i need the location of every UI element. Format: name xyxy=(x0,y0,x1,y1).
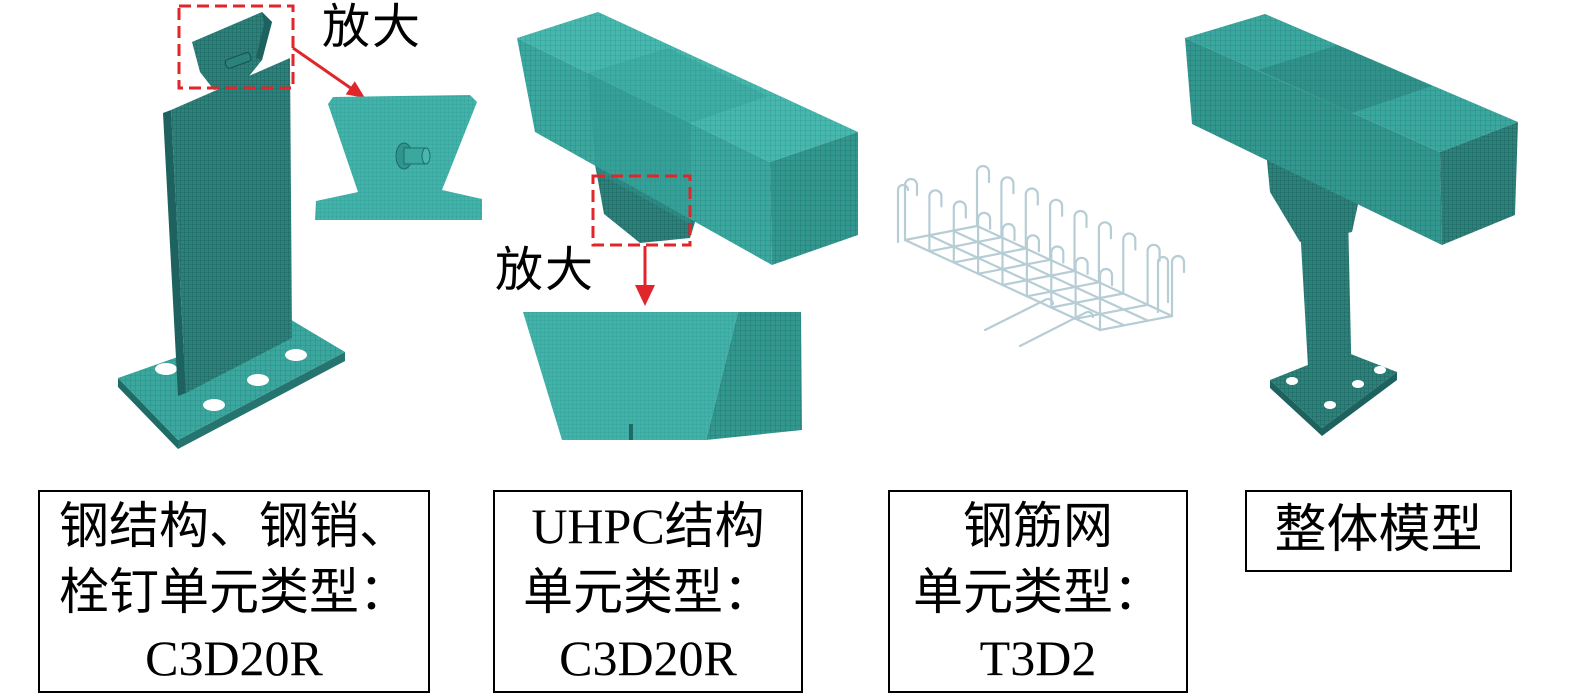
overall-beam-top-face xyxy=(1185,14,1518,152)
zoom-arrow-1-head xyxy=(345,81,365,98)
rebar-transverse-bars xyxy=(903,224,1174,332)
caption-line: C3D20R xyxy=(559,629,737,686)
steel-pin xyxy=(224,52,252,69)
enlarged-bracket-notch xyxy=(629,424,633,440)
base-plate-edge-right xyxy=(178,352,345,449)
bolt-hole xyxy=(1324,401,1336,409)
caption-line: UHPC结构 xyxy=(531,497,765,554)
base-plate-edge-left xyxy=(118,378,178,449)
steel-structure-model xyxy=(118,12,345,449)
caption-line: 单元类型： xyxy=(913,563,1163,620)
overall-base-plate-edge xyxy=(1270,372,1397,436)
uhpc-bracket-enlarged-view xyxy=(523,312,802,440)
caption-rebar-element-type: 钢筋网 单元类型： T3D2 xyxy=(888,490,1188,693)
bolt-hole xyxy=(285,349,307,361)
vertical-plate xyxy=(171,58,292,393)
vertical-plate-edge xyxy=(163,110,186,396)
caption-line: 钢筋网 xyxy=(963,497,1113,554)
rebar-back-stirrups xyxy=(975,164,1186,318)
bolt-hole xyxy=(1286,377,1298,385)
enlarged-bracket-front xyxy=(523,312,738,440)
caption-line: 单元类型： xyxy=(523,563,773,620)
rebar-cage-model xyxy=(896,164,1186,348)
caption-overall-model: 整体模型 xyxy=(1245,490,1512,572)
uhpc-beam-top-middle-segment xyxy=(588,48,768,123)
bolt-hole xyxy=(247,374,269,386)
caption-line: T3D2 xyxy=(979,629,1097,686)
caption-uhpc-element-type: UHPC结构 单元类型： C3D20R xyxy=(493,490,803,693)
base-plate xyxy=(118,318,345,440)
zoom-label-2: 放大 xyxy=(495,244,596,297)
rebar-dangling-bars xyxy=(983,297,1095,348)
rebar-end-loops xyxy=(896,183,1170,314)
caption-line: C3D20R xyxy=(145,629,323,686)
zoom-label-1: 放大 xyxy=(322,1,423,54)
zoom-arrow-2 xyxy=(635,246,655,306)
caption-line: 钢结构、钢销、 xyxy=(59,497,409,554)
bolt-hole xyxy=(203,399,225,411)
overall-column-plate xyxy=(1300,214,1352,402)
rebar-front-stirrups xyxy=(903,177,1114,332)
uhpc-beam-middle-segment xyxy=(588,73,690,224)
bolt-hole xyxy=(1374,366,1386,374)
steel-pin-enlarged-view xyxy=(315,95,482,220)
zoom-arrow-1-shaft xyxy=(292,46,353,91)
uhpc-beam-end-face xyxy=(770,132,858,265)
bolt-hole xyxy=(155,363,177,375)
uhpc-structure-model xyxy=(517,12,858,265)
zoom-arrow-2-head xyxy=(635,285,655,306)
stud-end xyxy=(421,147,431,165)
overall-beam-middle-segment xyxy=(1258,45,1432,113)
uhpc-beam-front-face xyxy=(517,38,772,265)
zoom-region-box-2 xyxy=(591,174,692,247)
enlarged-bracket-side xyxy=(706,312,802,440)
overall-model xyxy=(1185,14,1518,436)
uhpc-beam-top-face xyxy=(517,12,858,162)
caption-steel-element-type: 钢结构、钢销、 栓钉单元类型： C3D20R xyxy=(38,490,430,693)
zoom-region-box-1 xyxy=(177,4,295,90)
bolt-hole xyxy=(1352,380,1364,388)
steel-pin-fin xyxy=(192,12,272,90)
steel-pin-fin-face xyxy=(256,12,272,60)
caption-line: 整体模型 xyxy=(1274,502,1483,559)
overall-beam-front-face xyxy=(1185,38,1442,245)
zoom-arrow-1 xyxy=(292,46,365,98)
overall-beam-end-face xyxy=(1440,122,1518,245)
caption-line: 栓钉单元类型： xyxy=(59,563,409,620)
